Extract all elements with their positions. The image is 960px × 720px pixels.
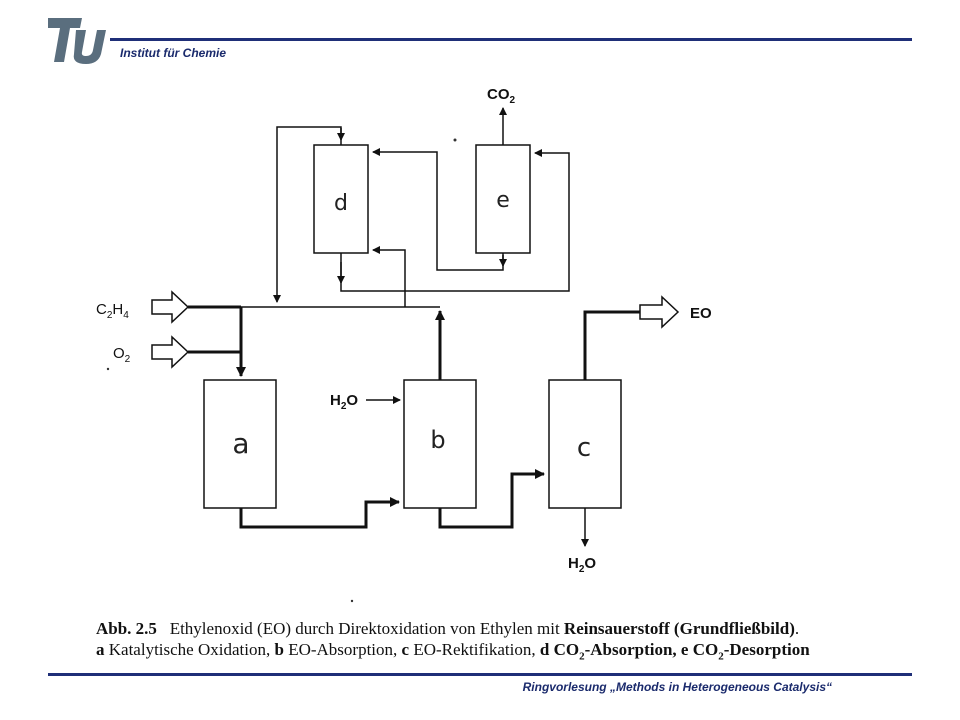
c2h4-label: C2H4 [96,301,129,321]
b-to-c-line [438,469,545,529]
caption-key-b: b [274,640,284,659]
caption-title: Ethylenoxid (EO) durch Direktoxidation v… [169,619,560,638]
footer-rule [48,673,912,676]
co2-label: CO2 [487,86,516,106]
unit-a-label: a [232,427,249,460]
caption-line-2: a Katalytische Oxidation, b EO-Absorptio… [96,639,896,667]
o2-label: O2 [113,345,131,365]
unit-c-label: c [577,433,591,463]
unit-e-label: e [496,188,510,213]
caption-line-1: Abb. 2.5 Ethylenoxid (EO) durch Direktox… [96,618,896,639]
c2h4-feed-arrow [151,290,190,324]
caption-key-d: d [539,640,550,659]
caption-text-d: CO2-Absorption, [553,640,677,663]
caption-text-c: EO-Rektifikation, [413,640,536,659]
scan-speck [453,138,457,142]
unit-d-box [313,144,369,254]
caption-key-e: e [680,640,689,659]
caption-period: . [794,619,800,638]
h2o-out-label: H2O [568,555,596,575]
tu-berlin-logo [48,18,106,64]
unit-e-box [475,144,531,254]
caption-key-a: a [96,640,105,659]
unit-a-box [203,379,277,509]
eo-product-arrow [639,295,680,329]
scan-speck [106,367,110,371]
footer-text: Ringvorlesung „Methods in Heterogeneous … [522,680,832,694]
caption-text-a: Katalytische Oxidation, [108,640,271,659]
header-rule [110,38,912,41]
scan-speck [350,599,354,603]
h2o-in-label: H2O [330,392,358,412]
eo-label: EO [690,305,712,322]
unit-b-label: b [430,426,445,454]
o2-feed-arrow [151,335,190,369]
caption-title-bold: Reinsauerstoff (Grundfließbild) [563,619,795,638]
figure-caption: Abb. 2.5 Ethylenoxid (EO) durch Direktox… [96,618,896,667]
caption-text-e: CO2-Desorption [692,640,810,663]
institute-name: Institut für Chemie [120,46,227,60]
c-eo-outlet [583,310,640,380]
caption-text-b: EO-Absorption, [288,640,398,659]
a-to-b-line [239,497,400,529]
unit-d-label: d [334,191,348,216]
caption-figure-number: Abb. 2.5 [96,619,157,638]
gas-to-d-bottom [372,246,406,307]
caption-key-c: c [401,640,410,659]
